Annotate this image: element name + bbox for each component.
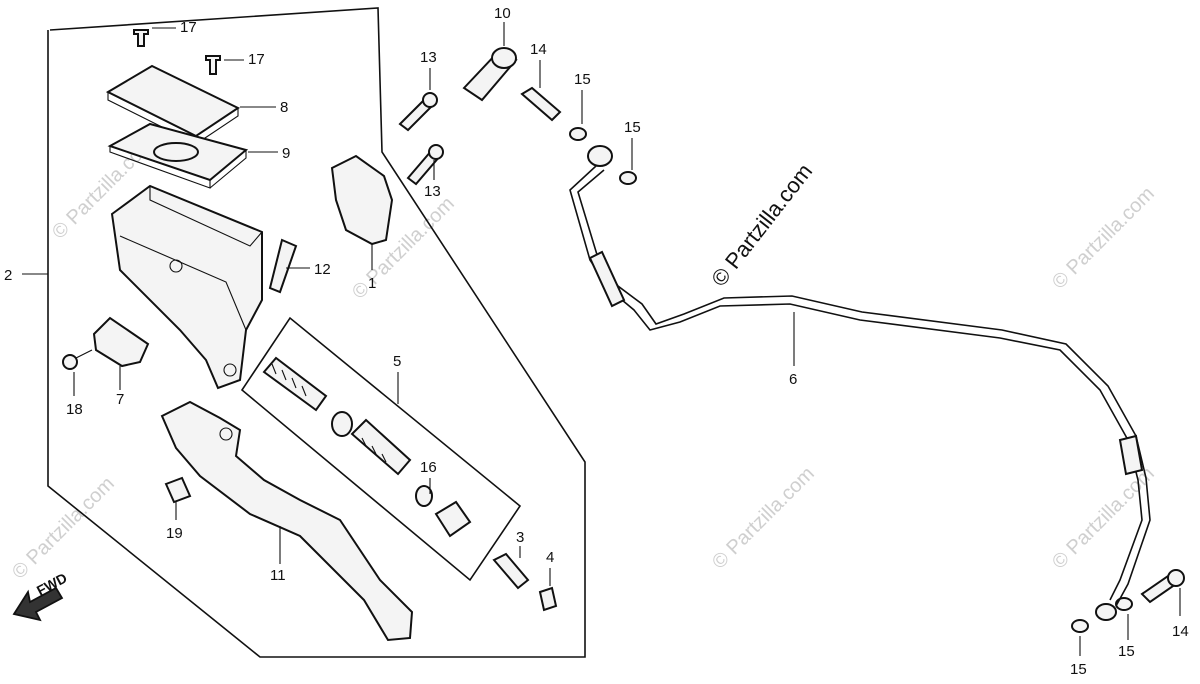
assembly-outline [47, 7, 586, 658]
callout-15a: 15 [574, 71, 591, 88]
callout-14b: 14 [1172, 623, 1189, 640]
callout-labels: 1 2 3 4 5 6 7 8 9 10 11 12 13 13 14 14 1… [4, 5, 1189, 678]
callout-2: 2 [4, 267, 12, 284]
callout-7: 7 [116, 391, 124, 408]
diaphragm-9 [107, 122, 278, 189]
bolt-13b [406, 144, 444, 186]
switch-7 [92, 316, 150, 390]
callout-10: 10 [494, 5, 511, 22]
banjo-bolt-14b [1140, 569, 1185, 616]
callout-13b: 13 [424, 183, 441, 200]
callout-5: 5 [393, 353, 401, 370]
callout-18: 18 [66, 401, 83, 418]
callout-16: 16 [420, 459, 437, 476]
callout-17b: 17 [248, 51, 265, 68]
clutch-hose-6 [569, 145, 1151, 621]
nut-4 [538, 568, 558, 612]
callout-8: 8 [280, 99, 288, 116]
washer-15d [1115, 597, 1133, 640]
callout-13a: 13 [420, 49, 437, 66]
cap-19 [164, 476, 192, 520]
callout-11: 11 [270, 567, 286, 584]
piston-kit-5 [240, 316, 522, 582]
pivot-bolt-3 [492, 546, 530, 590]
callout-19: 19 [166, 525, 183, 542]
callout-6: 6 [789, 371, 797, 388]
callout-3: 3 [516, 529, 524, 546]
screw-17a [133, 27, 176, 47]
callout-15d: 15 [1118, 643, 1135, 660]
screw-18 [62, 349, 93, 396]
hose-joint-10 [462, 22, 518, 102]
washer-15b [619, 138, 637, 185]
holder-1 [330, 154, 394, 270]
watermark-main: © Partzilla.com [706, 159, 817, 291]
watermark-faint-5: © Partzilla.com [708, 463, 819, 574]
bolt-13a [398, 68, 438, 132]
callout-15c: 15 [1070, 661, 1087, 678]
watermark-faint-3: © Partzilla.com [1048, 183, 1159, 294]
lever-11 [160, 400, 414, 642]
watermark-faint-4: © Partzilla.com [8, 473, 119, 584]
callout-1: 1 [368, 275, 376, 292]
screw-17b [205, 55, 244, 75]
callout-14a: 14 [530, 41, 547, 58]
banjo-bolt-14a [520, 60, 562, 122]
callout-9: 9 [282, 145, 290, 162]
callout-12: 12 [314, 261, 331, 278]
master-cylinder-body [110, 184, 263, 390]
callout-17a: 17 [180, 19, 197, 36]
callout-15b: 15 [624, 119, 641, 136]
callout-4: 4 [546, 549, 554, 566]
washer-15a [569, 90, 587, 141]
washer-15c [1071, 619, 1089, 656]
bolt-12 [268, 238, 310, 294]
